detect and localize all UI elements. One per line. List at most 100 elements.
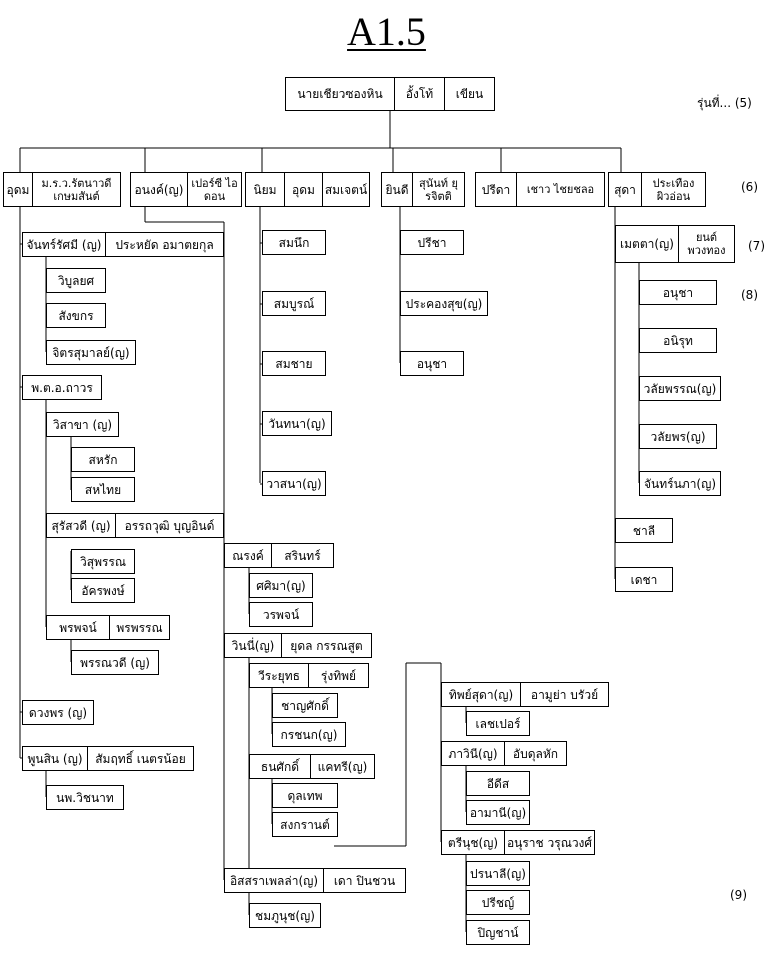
person-box-c2: ศศิมา(ญ) (249, 573, 313, 598)
couple-box-b9: สุรัสวดี (ญ)อรรถวุฒิ บุญอินด์ (46, 513, 224, 538)
person-name: อนุชา (662, 285, 694, 300)
person-name: ชมภูนุช(ญ) (255, 908, 315, 923)
person-name: วาสนา(ญ) (266, 476, 322, 491)
person-name: ประหยัด อมาตยกุล (105, 233, 223, 256)
person-name: ภาวินี(ญ) (448, 746, 498, 761)
couple-box-g6-6: สุดาประเทือง ผิวอ่อน (608, 172, 706, 207)
person-name: ณรงค์ (232, 548, 264, 563)
person-name: อนุชา (416, 356, 448, 371)
couple-box-root: นายเชียวซองหินอั้งโท้เขียน (285, 77, 495, 111)
person-box-b13: พรรณวดี (ญ) (71, 650, 159, 675)
person-name: สมบูรณ์ (273, 296, 315, 311)
person-box-b10: วิสุพรรณ (71, 549, 135, 574)
person-name: เขียน (444, 78, 494, 110)
person-name: สรินทร์ (271, 544, 333, 567)
person-name: วันทนา(ญ) (268, 416, 326, 431)
person-name: ปิญชาน์ (477, 925, 519, 940)
person-name: รุ่งทิพย์ (308, 664, 368, 687)
person-name: เปอร์ซี ไอดอน (187, 173, 241, 206)
person-box-b3: สังขกร (46, 303, 106, 328)
person-box-n4: วันทนา(ญ) (262, 411, 332, 436)
person-name: สงกรานต์ (280, 817, 330, 832)
couple-box-b1: จันทร์รัศมี (ญ)ประหยัด อมาตยกุล (22, 232, 224, 257)
couple-box-c5: วีระยุทธรุ่งทิพย์ (249, 663, 369, 688)
couple-box-g6-2: อนงค์(ญ)เปอร์ซี ไอดอน (130, 172, 242, 207)
person-box-s8: เดชา (615, 567, 673, 592)
couple-box-d3: ภาวินี(ญ) อับดุลหัก (441, 741, 567, 766)
person-name: สังขกร (58, 308, 94, 323)
person-box-b11: อัครพงษ์ (71, 578, 135, 603)
person-box-b2: วิบูลยศ (46, 268, 106, 293)
person-name: พ.ต.อ.ถาวร (31, 380, 93, 395)
person-box-s3: อนิรุท (639, 328, 717, 353)
person-name: จันทร์นภา(ญ) (643, 476, 717, 491)
person-name: อั้งโท้ (394, 78, 444, 110)
generation-label: (9) (730, 888, 747, 902)
person-name: ประเทือง ผิวอ่อน (641, 173, 705, 206)
person-box-n2: สมบูรณ์ (262, 291, 326, 316)
person-name: วลัยพร(ญ) (650, 429, 706, 444)
person-name: ยินดี (385, 182, 409, 197)
person-box-d9: ปิญชาน์ (466, 920, 530, 945)
person-name: แคทรี(ญ) (310, 755, 374, 778)
person-box-s7: ชาลี (615, 518, 673, 543)
person-name: ศศิมา(ญ) (256, 578, 306, 593)
person-box-c9: ดุลเทพ (272, 783, 338, 808)
person-name: ปรีดา (481, 182, 511, 197)
person-name: พรรณวดี (ญ) (80, 655, 150, 670)
couple-box-c4: วินนี่(ญ)ยุดล กรรณสูต (224, 633, 372, 658)
person-name: อนิรุท (663, 333, 693, 348)
person-name: ตรีนุช(ญ) (447, 835, 499, 850)
person-name: จิตรสุมาลย์(ญ) (52, 345, 130, 360)
person-name: วลัยพรรณ(ญ) (643, 381, 717, 396)
person-name: สุนันท์ ยุรจิตติ (412, 173, 464, 206)
person-box-n1: สมนึก (262, 230, 326, 255)
person-name: อนงค์(ญ) (134, 182, 184, 197)
couple-box-c11: อิสสราเพลล่า(ญ)เดา ปินชวน (224, 868, 406, 893)
couple-box-g6-3: นิยมอุดมสมเจตน์ (245, 172, 370, 207)
person-name: อามูย่า บรัวย์ (520, 683, 608, 706)
couple-box-d6: ตรีนุช(ญ)อนุราช วรุณวงศ์ (441, 830, 595, 855)
person-name: เลชเปอร์ (475, 716, 521, 731)
couple-box-c1: ณรงค์ สรินทร์ (224, 543, 334, 568)
person-box-n5: วาสนา(ญ) (262, 471, 326, 496)
couple-box-g6-4: ยินดีสุนันท์ ยุรจิตติ (381, 172, 465, 207)
person-name: อุดม (6, 182, 30, 197)
generation-label: (6) (741, 180, 758, 194)
person-name: สหไทย (84, 482, 122, 497)
person-box-y3: อนุชา (400, 351, 464, 376)
person-name: วรพจน์ (262, 607, 300, 622)
person-name: ยุดล กรรณสูต (281, 634, 371, 657)
person-name: อุดม (284, 173, 322, 206)
person-name: อับดุลหัก (504, 742, 566, 765)
generation-label: (7) (748, 239, 765, 253)
person-name: กรชนก(ญ) (280, 727, 338, 742)
person-name: ทิพย์สุดา(ญ) (448, 687, 514, 702)
chart-title: A1.5 (347, 9, 426, 54)
person-name: ปรีชา (417, 235, 447, 250)
person-name: พรพจน์ (59, 620, 97, 635)
person-name: ชาลี (632, 523, 656, 538)
person-name: ดวงพร (ญ) (28, 705, 88, 720)
person-name: วิสาขา (ญ) (52, 417, 113, 432)
person-box-d7: ปรนาลี(ญ) (466, 861, 530, 886)
person-name: อัครพงษ์ (81, 583, 125, 598)
person-box-b16: นพ.วิชนาท (46, 785, 124, 810)
person-box-c6: ชาญศักดิ์ (272, 693, 338, 718)
person-box-d4: อีดีส (466, 771, 530, 796)
person-name: ดุลเทพ (287, 788, 323, 803)
couple-box-b15: พูนสิน (ญ)สัมฤทธิ์ เนตรน้อย (22, 746, 194, 771)
person-name: นพ.วิชนาท (56, 790, 114, 805)
person-name: พูนสิน (ญ) (27, 751, 83, 766)
person-box-s5: วลัยพร(ญ) (639, 424, 717, 449)
person-name: ปรนาลี(ญ) (470, 866, 526, 881)
person-box-b8: สหไทย (71, 477, 135, 502)
person-name: เมตตา(ญ) (620, 237, 674, 251)
couple-box-g6-1: อุดมม.ร.ว.รัตนาวดี เกษมสันต์ (3, 172, 121, 207)
generation-label: (8) (741, 288, 758, 302)
person-name: เชาว ไชยชลอ (516, 173, 604, 206)
person-name: อิสสราเพลล่า(ญ) (229, 873, 319, 888)
person-box-b7: สหรัก (71, 447, 135, 472)
person-box-s4: วลัยพรรณ(ญ) (639, 376, 721, 401)
person-box-b14: ดวงพร (ญ) (22, 700, 94, 725)
